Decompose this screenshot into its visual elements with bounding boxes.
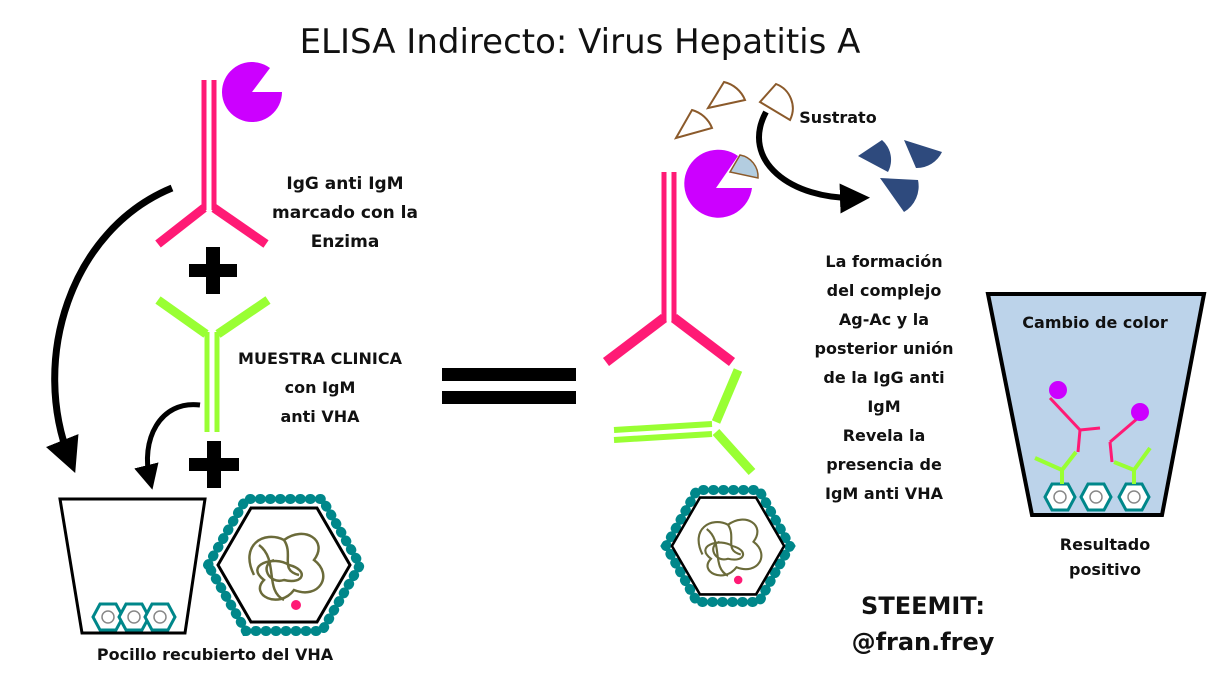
diagram-title: ELISA Indirecto: Virus Hepatitis A (299, 22, 861, 62)
credit-label: STEEMIT: @fran.frey (828, 588, 1018, 660)
well-label: Pocillo recubierto del VHA (96, 645, 334, 664)
virus-icon (202, 494, 366, 636)
arrow-icon (756, 110, 870, 214)
explanation-line: de la IgG anti (823, 368, 945, 387)
plus-icon (189, 441, 239, 488)
explanation-line: del complejo (826, 281, 942, 300)
credit-line: STEEMIT: (861, 592, 985, 620)
explanation-line: Ag-Ac y la (838, 310, 930, 329)
explanation-line: Revela la (842, 426, 926, 445)
enzyme-icon (684, 149, 752, 218)
substrate-icon (673, 80, 794, 140)
arrow-icon (134, 402, 201, 490)
sample-label-line: MUESTRA CLINICA (238, 349, 402, 368)
explanation-line: La formación (825, 252, 943, 271)
plus-icon (189, 247, 237, 294)
explanation-line: IgM (867, 397, 901, 416)
conjugate-label-line: IgG anti IgM (286, 174, 404, 194)
substrate-label: Sustrato (799, 108, 877, 127)
well-icon (985, 292, 1207, 517)
explanation-line: posterior unión (814, 339, 954, 358)
product-icon (858, 140, 942, 212)
equals-icon (442, 368, 576, 404)
result-label: Resultado positivo (1030, 532, 1180, 582)
substrate-icon (728, 154, 759, 179)
sample-label-line: anti VHA (280, 407, 360, 426)
sample-label: MUESTRA CLINICA con IgM anti VHA (232, 344, 408, 431)
explanation-line: presencia de (826, 455, 942, 474)
color-change-label: Cambio de color (1022, 313, 1168, 332)
sample-label-line: con IgM (284, 378, 356, 397)
enzyme-icon (222, 62, 282, 123)
igg-conjugate-antibody-icon (602, 172, 736, 366)
well-icon (58, 497, 207, 635)
igm-sample-antibody-icon (155, 296, 271, 432)
conjugate-label-line: Enzima (310, 232, 380, 252)
explanation-text: La formación del complejo Ag-Ac y la pos… (800, 247, 968, 508)
result-label-line: Resultado (1059, 535, 1151, 554)
igm-sample-antibody-icon (613, 368, 756, 476)
result-label-line: positivo (1068, 560, 1141, 579)
igg-conjugate-antibody-icon (155, 80, 269, 248)
virus-icon (660, 485, 796, 607)
credit-line: @fran.frey (851, 628, 995, 656)
conjugate-label: IgG anti IgM marcado con la Enzima (270, 170, 420, 257)
arrow-icon (45, 184, 174, 474)
conjugate-label-line: marcado con la (272, 203, 418, 223)
explanation-line: IgM anti VHA (825, 484, 943, 503)
